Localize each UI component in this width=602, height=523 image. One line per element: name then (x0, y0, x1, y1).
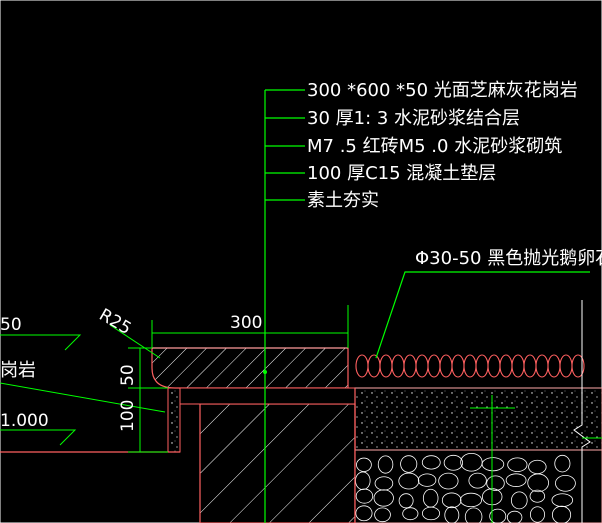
gravel-stone (444, 506, 460, 523)
gravel-stone (421, 455, 441, 470)
gravel-stone (555, 474, 576, 492)
break-line (573, 300, 591, 523)
pebble (379, 354, 393, 378)
gravel-stone (441, 492, 462, 509)
gravel-stone (551, 505, 572, 523)
left-label-middle: 岗岩 (0, 360, 36, 381)
gravel-stone (398, 472, 420, 490)
dim-vertical (128, 347, 168, 453)
gravel-stone (507, 457, 528, 472)
gravel-stone (356, 457, 372, 472)
note-soil: 素土夯实 (307, 190, 379, 211)
pebble (355, 354, 369, 378)
gravel-stone (377, 455, 394, 474)
leader-dot (263, 370, 267, 374)
layer-leader-ticks (265, 89, 305, 201)
mortar-joint (167, 387, 181, 453)
gravel-stone (489, 508, 507, 523)
note-brick: M7 .5 红砖M5 .0 水泥砂浆砌筑 (307, 136, 562, 157)
pebble (451, 354, 465, 378)
gravel-stone (421, 506, 441, 521)
radius-label: R25 (96, 305, 135, 339)
concrete-bed (354, 387, 602, 451)
gravel-stone (554, 454, 571, 473)
pebble (511, 354, 525, 378)
pebble (535, 354, 549, 378)
gravel-stone (460, 492, 482, 508)
gravel-stone (355, 505, 373, 522)
pebble (559, 354, 573, 378)
pebble (499, 354, 513, 378)
pebble (475, 354, 489, 378)
left-label-bottom: 1.000 (0, 411, 49, 431)
left-label-top: 50 (0, 315, 22, 335)
gravel-stone (355, 488, 374, 504)
note-mortar: 30 厚1: 3 水泥砂浆结合层 (307, 108, 520, 129)
pebble (415, 354, 429, 378)
gravel-stone (438, 472, 459, 490)
radius-leader (109, 324, 161, 359)
gravel-stone (486, 475, 505, 491)
pebble (391, 354, 405, 378)
gravel-stone (398, 493, 414, 509)
note-pebble: Φ30-50 黑色抛光鹅卵石 (415, 248, 602, 269)
pebble (367, 354, 381, 378)
gravel-stone (400, 455, 418, 473)
gravel-stone (417, 473, 437, 487)
pebble (463, 354, 477, 378)
mortar-bed (179, 387, 356, 405)
gravel-stones (355, 452, 576, 523)
dim-300 (151, 305, 349, 348)
brick-wall (199, 403, 356, 523)
note-concrete: 100 厚C15 混凝土垫层 (307, 163, 496, 184)
pebble (523, 354, 537, 378)
gravel-stone (506, 510, 523, 523)
pebble (439, 354, 453, 378)
gravel-stone (443, 454, 464, 471)
gravel-stone (505, 473, 527, 487)
dim-100-label: 100 (118, 400, 138, 432)
pebble (487, 354, 501, 378)
gravel-stone (374, 507, 391, 523)
note-granite: 300 *600 *50 光面芝麻灰花岗岩 (307, 80, 578, 101)
gravel-stone (529, 506, 546, 523)
gravel-stone (464, 507, 483, 523)
gravel-stone (510, 491, 528, 510)
gravel-stone (481, 457, 505, 472)
pebble (571, 354, 585, 378)
gravel-stone (529, 489, 546, 503)
gravel-stone (527, 473, 549, 493)
dim-300-label: 300 (230, 313, 262, 333)
pebble (427, 354, 441, 378)
pebble-leader (375, 271, 590, 359)
pebble (547, 354, 561, 378)
pebble-row (355, 354, 585, 378)
gravel-stone (373, 489, 394, 507)
pebble (403, 354, 417, 378)
gravel-stone (468, 472, 487, 489)
granite-cap (151, 347, 349, 389)
left-leaders (0, 334, 166, 446)
dim-50-label: 50 (118, 364, 138, 386)
bed-marks (470, 395, 602, 523)
gravel-stone (402, 507, 419, 521)
